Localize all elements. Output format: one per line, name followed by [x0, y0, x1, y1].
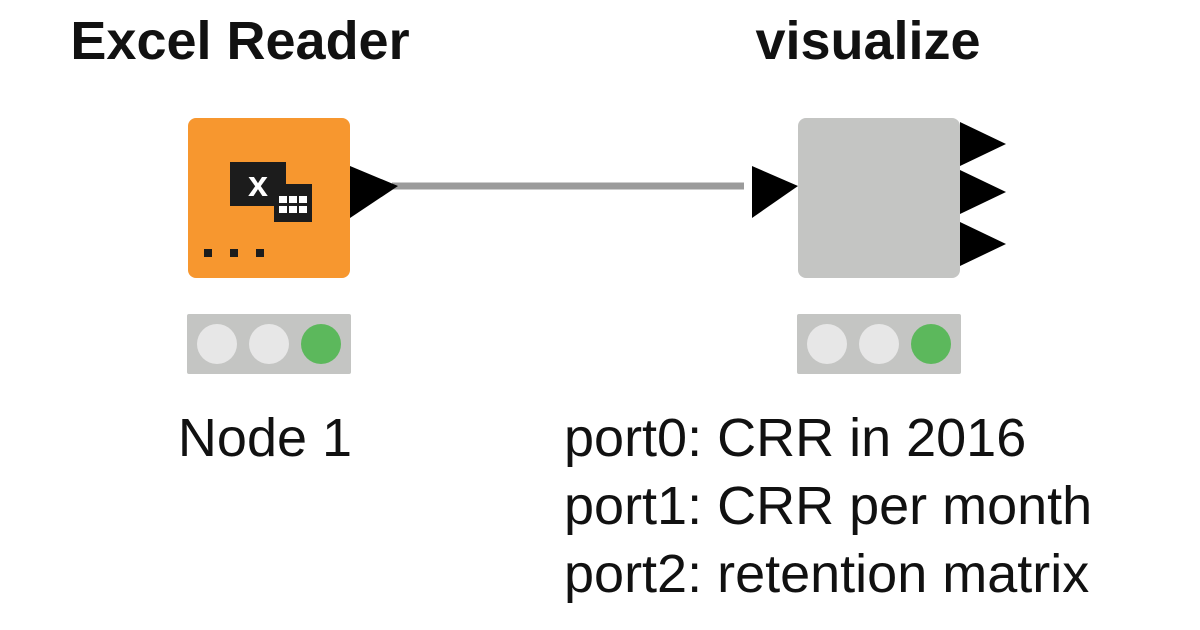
excel-reader-label[interactable]: Node 1	[177, 408, 353, 468]
visualize-output-port-2[interactable]	[960, 222, 1006, 266]
status-light-idle	[859, 324, 899, 364]
status-light-idle	[197, 324, 237, 364]
excel-output-port[interactable]	[350, 166, 398, 218]
visualize-input-port[interactable]	[752, 166, 798, 218]
excel-reader-icon: x	[204, 162, 312, 257]
excel-reader-node[interactable]: x	[188, 118, 350, 278]
visualize-output-port-1[interactable]	[960, 170, 1006, 214]
visualize-status-bar	[797, 314, 961, 374]
status-light-executed	[301, 324, 341, 364]
status-light-idle	[807, 324, 847, 364]
visualize-label[interactable]: port0: CRR in 2016 port1: CRR per month …	[564, 404, 1092, 608]
visualize-label-line: port2: retention matrix	[564, 544, 1090, 604]
excel-reader-status-bar	[187, 314, 351, 374]
visualize-output-port-0[interactable]	[960, 122, 1006, 166]
visualize-label-line: port0: CRR in 2016	[564, 408, 1027, 468]
status-light-idle	[249, 324, 289, 364]
visualize-title: visualize	[755, 11, 981, 71]
status-light-executed	[911, 324, 951, 364]
excel-reader-title: Excel Reader	[70, 11, 410, 71]
visualize-node[interactable]	[798, 118, 960, 278]
visualize-label-line: port1: CRR per month	[564, 476, 1093, 536]
svg-text:x: x	[248, 163, 268, 204]
